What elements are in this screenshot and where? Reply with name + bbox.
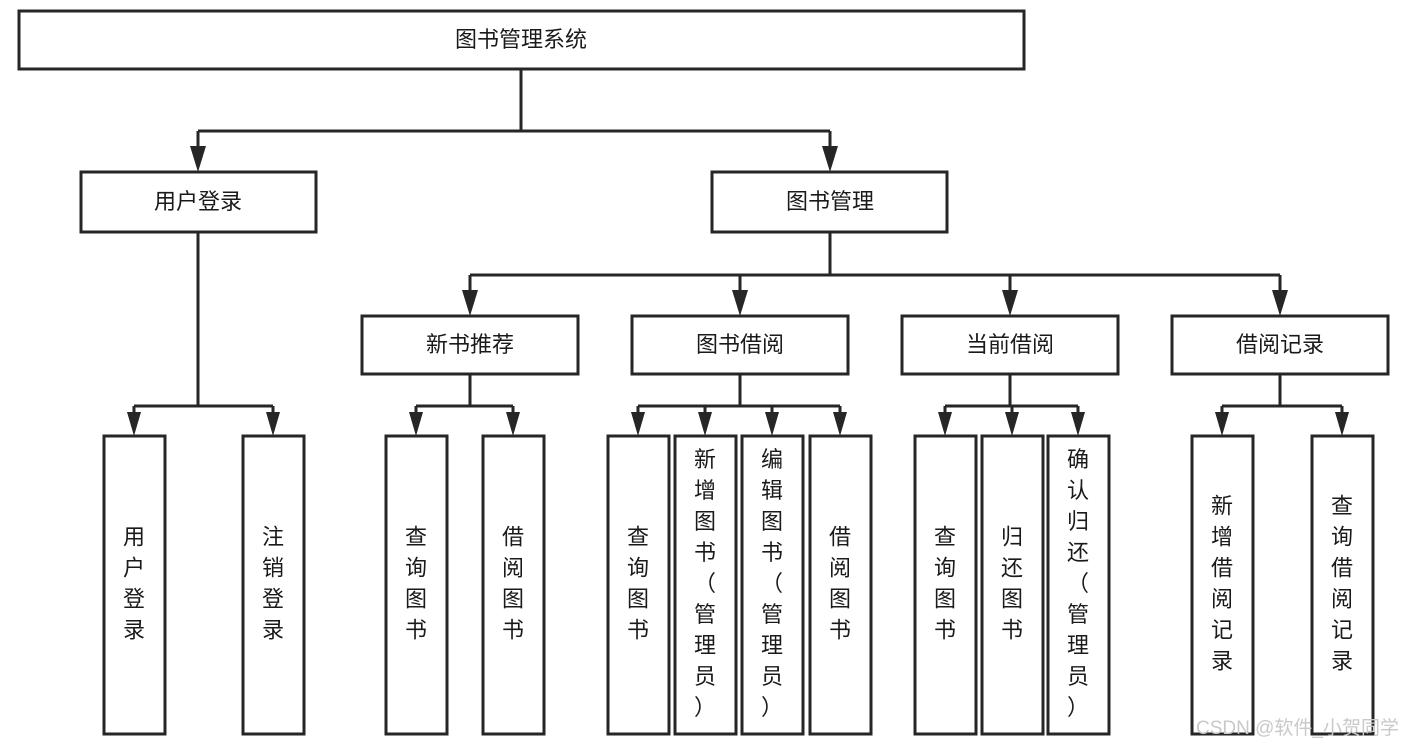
node-leaf-user-login-box[interactable] xyxy=(102,434,167,736)
node-root-box[interactable] xyxy=(17,9,1026,71)
node-borrow-record[interactable]: 借阅记录 xyxy=(1170,314,1390,376)
node-current-borrow-label: 当前借阅 xyxy=(966,332,1054,357)
arrow-head-leaf-borrow-book-1 xyxy=(506,412,520,436)
node-leaf-query-book-1-box[interactable] xyxy=(384,434,449,736)
arrow-head-leaf-query-record xyxy=(1335,412,1349,436)
node-leaf-add-book-box[interactable] xyxy=(673,434,738,736)
arrow-head-leaf-add-book xyxy=(698,412,712,436)
node-leaf-confirm-return-label: 确认归还（管理员） xyxy=(1067,447,1089,720)
arrow-head-leaf-edit-book xyxy=(765,412,779,436)
node-current-borrow[interactable]: 当前借阅 xyxy=(900,314,1120,376)
arrow-head-leaf-query-book-2 xyxy=(631,412,645,436)
node-borrow-record-label: 借阅记录 xyxy=(1236,332,1324,357)
node-borrow-record-box[interactable] xyxy=(1170,314,1390,376)
arrow-head-book-borrow xyxy=(732,290,748,316)
arrow-head-current-borrow xyxy=(1002,290,1018,316)
node-leaf-query-record[interactable]: 查询借阅记录 xyxy=(1310,434,1375,736)
node-leaf-add-record-box[interactable] xyxy=(1190,434,1255,736)
node-leaf-borrow-book-1-label: 借阅图书 xyxy=(502,525,524,643)
node-leaf-edit-book-label: 编辑图书（管理员） xyxy=(761,447,783,720)
arrow-head-book-management xyxy=(822,146,838,172)
node-leaf-query-book-3-label: 查询图书 xyxy=(934,525,956,643)
node-leaf-return-book[interactable]: 归还图书 xyxy=(980,434,1045,736)
arrow-head-new-book-recommend xyxy=(462,290,478,316)
node-new-book-recommend[interactable]: 新书推荐 xyxy=(360,314,580,376)
node-leaf-user-login-label: 用户登录 xyxy=(123,525,145,643)
arrow-head-leaf-confirm-return xyxy=(1071,412,1085,436)
node-leaf-query-book-2[interactable]: 查询图书 xyxy=(606,434,671,736)
node-book-borrow[interactable]: 图书借阅 xyxy=(630,314,850,376)
node-leaf-query-record-label: 查询借阅记录 xyxy=(1331,494,1353,674)
arrow-head-leaf-query-book-3 xyxy=(938,412,952,436)
node-book-management-label: 图书管理 xyxy=(786,189,874,214)
arrow-head-leaf-user-login xyxy=(127,412,141,436)
node-leaf-borrow-book-1-box[interactable] xyxy=(481,434,546,736)
node-leaf-query-book-2-label: 查询图书 xyxy=(627,525,649,643)
arrow-head-leaf-return-book xyxy=(1005,412,1019,436)
node-leaf-borrow-book-1[interactable]: 借阅图书 xyxy=(481,434,546,736)
node-leaf-borrow-book-2-label: 借阅图书 xyxy=(829,525,851,643)
node-leaf-query-record-box[interactable] xyxy=(1310,434,1375,736)
node-leaf-return-book-label: 归还图书 xyxy=(1001,525,1023,643)
node-leaf-add-book-label: 新增图书（管理员） xyxy=(694,447,716,720)
node-user-login-label: 用户登录 xyxy=(154,189,242,214)
node-book-borrow-box[interactable] xyxy=(630,314,850,376)
node-leaf-edit-book-box[interactable] xyxy=(740,434,805,736)
node-leaf-confirm-return-box[interactable] xyxy=(1046,434,1111,736)
node-leaf-edit-book[interactable]: 编辑图书（管理员） xyxy=(740,434,805,736)
node-leaf-add-record-label: 新增借阅记录 xyxy=(1211,494,1233,674)
node-leaf-user-logout-box[interactable] xyxy=(241,434,306,736)
arrow-head-borrow-record xyxy=(1272,290,1288,316)
node-leaf-query-book-1-label: 查询图书 xyxy=(405,525,427,643)
arrow-head-user-login xyxy=(190,146,206,172)
node-user-login-box[interactable] xyxy=(79,170,318,234)
csdn-watermark: CSDN @软件_小贺同学 xyxy=(1196,717,1399,739)
connector-layer xyxy=(127,69,1349,436)
arrow-head-leaf-user-logout xyxy=(266,412,280,436)
node-leaf-add-book[interactable]: 新增图书（管理员） xyxy=(673,434,738,736)
node-root-label: 图书管理系统 xyxy=(455,27,587,52)
node-leaf-user-logout[interactable]: 注销登录 xyxy=(241,434,306,736)
node-leaf-user-login[interactable]: 用户登录 xyxy=(102,434,167,736)
arrow-head-leaf-add-record xyxy=(1215,412,1229,436)
node-leaf-add-record[interactable]: 新增借阅记录 xyxy=(1190,434,1255,736)
node-user-login[interactable]: 用户登录 xyxy=(79,170,318,234)
node-book-borrow-label: 图书借阅 xyxy=(696,332,784,357)
node-book-management-box[interactable] xyxy=(710,170,949,234)
node-new-book-recommend-label: 新书推荐 xyxy=(426,332,514,357)
node-leaf-query-book-1[interactable]: 查询图书 xyxy=(384,434,449,736)
node-book-management[interactable]: 图书管理 xyxy=(710,170,949,234)
node-leaf-query-book-3[interactable]: 查询图书 xyxy=(913,434,978,736)
node-leaf-borrow-book-2[interactable]: 借阅图书 xyxy=(808,434,873,736)
node-leaf-borrow-book-2-box[interactable] xyxy=(808,434,873,736)
node-new-book-recommend-box[interactable] xyxy=(360,314,580,376)
arrow-head-leaf-query-book-1 xyxy=(409,412,423,436)
node-leaf-confirm-return[interactable]: 确认归还（管理员） xyxy=(1046,434,1111,736)
node-leaf-return-book-box[interactable] xyxy=(980,434,1045,736)
node-leaf-query-book-3-box[interactable] xyxy=(913,434,978,736)
node-leaf-user-logout-label: 注销登录 xyxy=(262,525,284,643)
node-root[interactable]: 图书管理系统 xyxy=(17,9,1026,71)
arrow-head-leaf-borrow-book-2 xyxy=(833,412,847,436)
node-current-borrow-box[interactable] xyxy=(900,314,1120,376)
node-leaf-query-book-2-box[interactable] xyxy=(606,434,671,736)
